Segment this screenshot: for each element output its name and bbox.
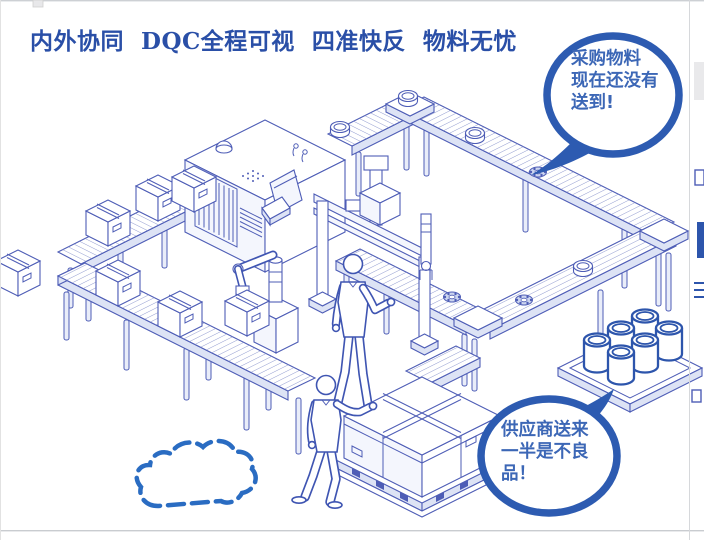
speech-bubble-defect: 供应商送来 一半是不良 品！ [477, 389, 621, 517]
bubble-late-line3: 送到! [571, 92, 614, 113]
bubble-defect-line3: 品！ [501, 464, 536, 484]
bubble-late-line1: 采购物料 [570, 48, 641, 69]
gantry-device-box [358, 182, 402, 226]
cropped-margin-fragments [691, 62, 704, 403]
robot-arm [224, 250, 300, 354]
drum-pallet [556, 308, 704, 413]
machine-perforated-panel [242, 170, 264, 182]
bubble-defect-line2: 一半是不良 [501, 441, 589, 462]
roller-conveyor-table [0, 249, 317, 455]
bubble-late-line2: 现在还没有 [571, 70, 659, 91]
machine-signal-light [215, 140, 233, 154]
feed-conveyor [56, 174, 215, 309]
gantry-gripper [419, 213, 433, 280]
machine-chute [261, 169, 303, 227]
carton-box [0, 249, 41, 297]
speech-bubble-late: 采购物料 现在还没有 送到! [531, 32, 683, 175]
worker-pointing [291, 374, 378, 509]
bubble-defect-line1: 供应商送来 [500, 419, 589, 440]
machine-vents [239, 207, 263, 238]
conveyor-loop [326, 89, 690, 420]
slide-title: 内外协同 DQC全程可视 四准快反 物料无忧 [30, 28, 517, 55]
cloud-icon [134, 438, 258, 509]
gantry-robot [307, 155, 440, 356]
